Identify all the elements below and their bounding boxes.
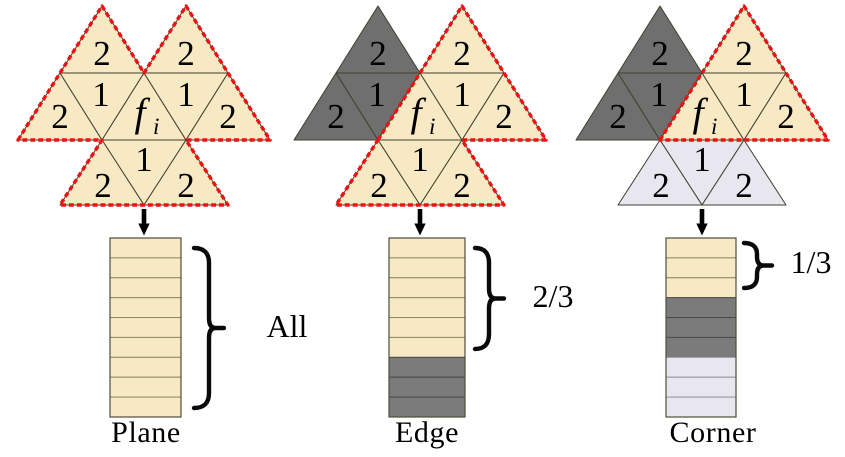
- corner-stack-cell-6: [665, 356, 737, 378]
- edge-far-left-2-label: 2: [327, 97, 345, 136]
- corner-far-left-2-label: 2: [609, 97, 627, 136]
- corner-bottom-right-2-label: 2: [735, 166, 753, 205]
- edge-stack-cell-3: [388, 297, 466, 319]
- plane-brace: [191, 245, 227, 411]
- corner-right-1-label: 1: [735, 75, 753, 114]
- plane-stack-cell-7: [109, 376, 182, 398]
- plane-bottom-left-2-label: 2: [94, 166, 112, 205]
- corner-stack-cell-3: [665, 297, 737, 319]
- corner-stack-cell-4: [665, 317, 737, 338]
- corner-down-arrow-icon: [696, 209, 708, 236]
- corner-stack-border: [665, 237, 737, 418]
- plane-bottom-1-label: 1: [135, 140, 153, 179]
- edge-brace: [472, 245, 507, 352]
- plane-stack-border: [109, 237, 182, 418]
- edge-feature-stack: [388, 237, 466, 418]
- corner-bottom-left-2-label: 2: [652, 166, 670, 205]
- plane-stack-cell-6: [109, 356, 182, 378]
- corner-brace-label: 1/3: [791, 244, 832, 280]
- edge-stack-border: [388, 237, 466, 418]
- edge-pooling-region-outline: [334, 4, 548, 207]
- corner-stack-cell-5: [665, 336, 737, 358]
- corner-face-subscript: i: [711, 114, 717, 139]
- edge-bottom-1-label: 1: [411, 140, 429, 179]
- plane-stack-cell-3: [109, 297, 182, 319]
- plane-arrow-head: [138, 223, 150, 236]
- plane-far-right-2-label: 2: [219, 97, 237, 136]
- edge-right-1-label: 1: [453, 75, 471, 114]
- edge-stack-cell-1: [388, 257, 466, 279]
- edge-stack-cell-8: [388, 396, 466, 418]
- edge-stack-cell-4: [388, 317, 466, 338]
- plane-stack-cell-0: [109, 237, 182, 259]
- corner-stack-cell-7: [665, 376, 737, 398]
- plane-bottom-right-2-label: 2: [177, 166, 195, 205]
- edge-arrow-head: [414, 223, 426, 236]
- plane-pooling-region-outline: [16, 4, 272, 207]
- corner-bottom-1-label: 1: [693, 140, 711, 179]
- corner-arrow-head: [696, 223, 708, 236]
- corner-pooling-region-outline: [658, 4, 830, 142]
- corner-left-1-label: 1: [650, 75, 668, 114]
- plane-stack-cell-4: [109, 317, 182, 338]
- corner-top-right-2-label: 2: [735, 34, 753, 73]
- corner-top-left-2-label: 2: [651, 34, 669, 73]
- corner-caption: Corner: [670, 416, 757, 449]
- corner-triangle-patch: [575, 5, 829, 206]
- corner-stack-cell-0: [665, 237, 737, 259]
- plane-top-right-2-label: 2: [177, 34, 195, 73]
- corner-feature-stack: [665, 237, 737, 418]
- corner-bottom-left-2-triangle: [617, 139, 703, 206]
- plane-stack-cell-1: [109, 257, 182, 279]
- plane-top-left-2-label: 2: [93, 34, 111, 73]
- plane-far-left-2-label: 2: [51, 97, 69, 136]
- edge-brace-label: 2/3: [533, 278, 574, 314]
- plane-face-subscript: i: [153, 114, 159, 139]
- plane-brace-label: All: [267, 308, 308, 344]
- edge-top-right-2-label: 2: [453, 34, 471, 73]
- edge-stack-cell-0: [388, 237, 466, 259]
- edge-left-1-label: 1: [368, 75, 386, 114]
- edge-top-left-2-label: 2: [369, 34, 387, 73]
- plane-stack-cell-2: [109, 277, 182, 299]
- plane-stack-cell-8: [109, 396, 182, 418]
- edge-stack-cell-5: [388, 336, 466, 358]
- edge-caption: Edge: [395, 416, 459, 449]
- plane-stack-cell-5: [109, 336, 182, 358]
- plane-right-1-label: 1: [177, 75, 195, 114]
- corner-bottom-right-2-triangle: [701, 139, 787, 206]
- corner-stack-cell-2: [665, 277, 737, 299]
- corner-stack-cell-1: [665, 257, 737, 279]
- edge-stack-cell-7: [388, 376, 466, 398]
- plane-down-arrow-icon: [138, 209, 150, 236]
- plane-caption: Plane: [111, 416, 181, 449]
- plane-feature-stack: [109, 237, 182, 418]
- edge-stack-cell-6: [388, 356, 466, 378]
- edge-far-right-2-label: 2: [495, 97, 513, 136]
- plane-left-1-label: 1: [92, 75, 110, 114]
- corner-far-right-2-label: 2: [777, 97, 795, 136]
- edge-bottom-right-2-label: 2: [453, 166, 471, 205]
- edge-bottom-left-2-label: 2: [370, 166, 388, 205]
- corner-brace: [741, 240, 775, 291]
- edge-stack-cell-2: [388, 277, 466, 299]
- edge-face-subscript: i: [429, 114, 435, 139]
- plane-triangle-patch: [17, 5, 271, 206]
- corner-stack-cell-8: [665, 396, 737, 418]
- edge-down-arrow-icon: [414, 209, 426, 236]
